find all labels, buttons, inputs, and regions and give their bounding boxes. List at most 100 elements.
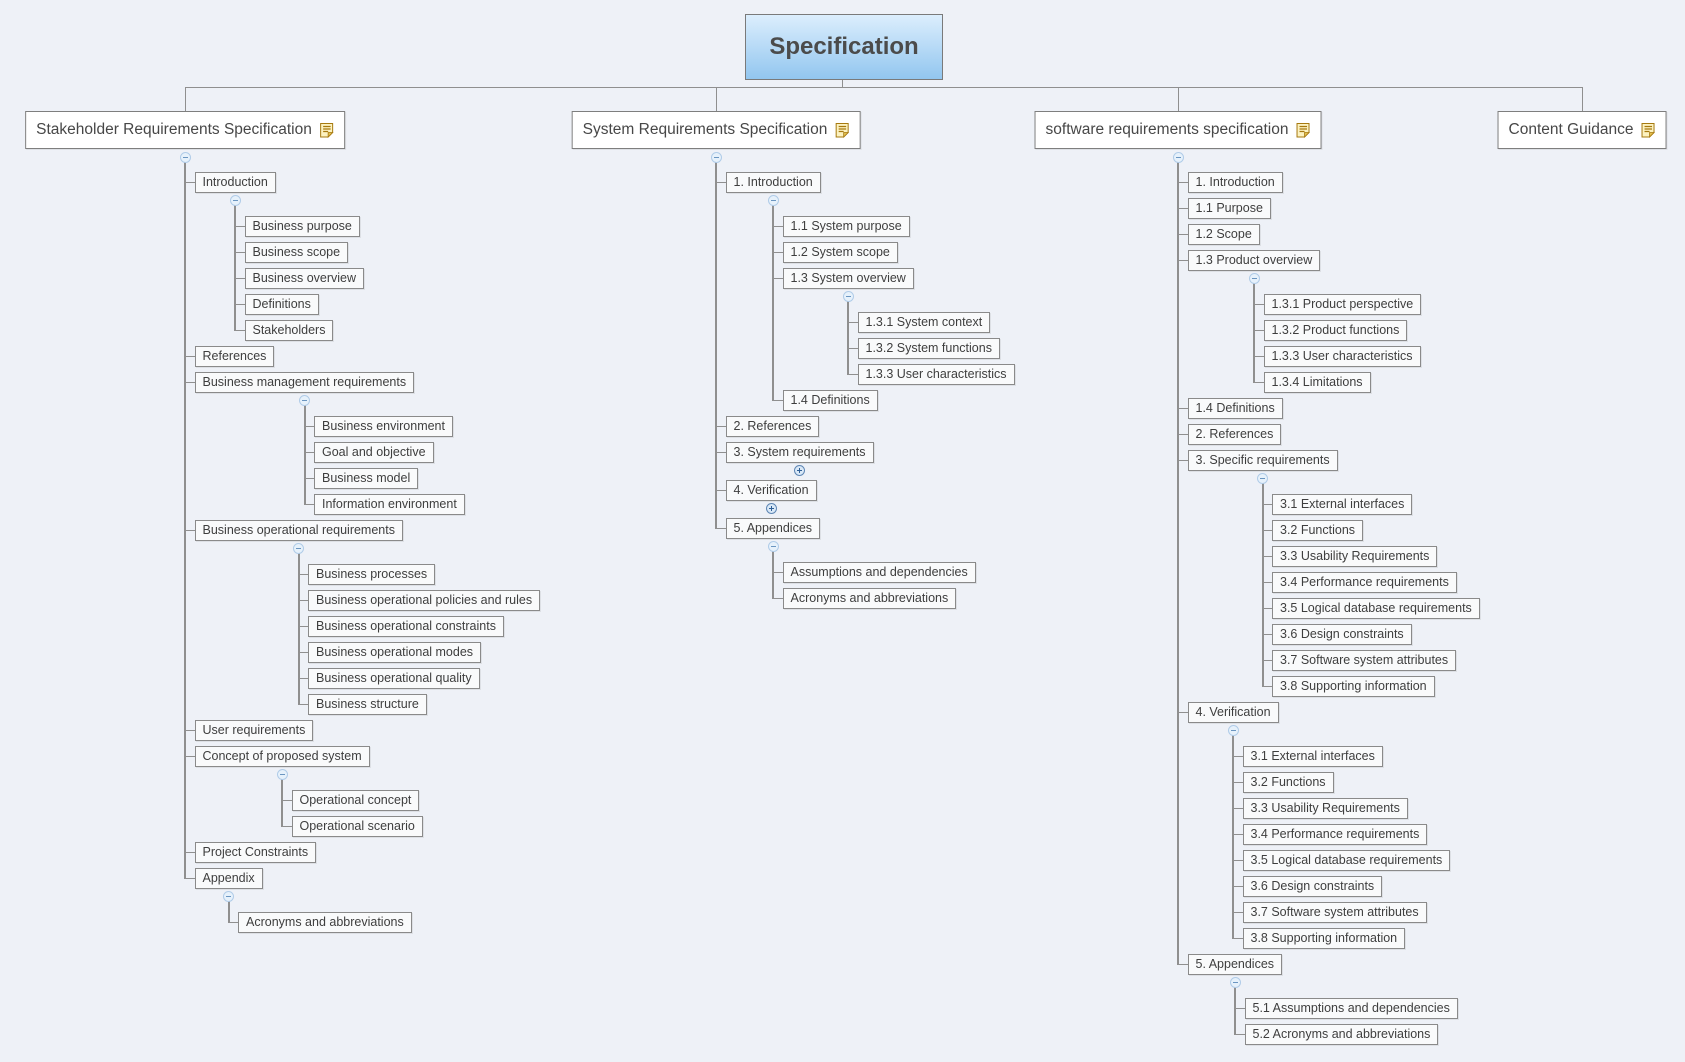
tree-node[interactable]: Acronyms and abbreviations [782, 588, 957, 609]
collapse-toggle[interactable] [293, 542, 304, 554]
tree-node[interactable]: Business operational quality [308, 668, 480, 689]
tree-node[interactable]: 3.6 Design constraints [1272, 624, 1412, 645]
tree-node[interactable]: 1. Introduction [1187, 172, 1283, 193]
tree-node[interactable]: 1.4 Definitions [782, 390, 878, 411]
tree-node[interactable]: Business environment [314, 416, 453, 437]
collapse-toggle[interactable] [1172, 151, 1184, 163]
collapse-toggle[interactable] [710, 151, 722, 163]
tree-node[interactable]: Business structure [308, 694, 427, 715]
tree-node[interactable]: Stakeholders [244, 320, 334, 341]
branch-title[interactable]: System Requirements Specification [571, 111, 861, 149]
tree-node[interactable]: Business operational requirements [194, 520, 403, 541]
tree-node[interactable]: 3. System requirements [725, 442, 874, 463]
tree-node-label: 4. Verification [733, 483, 809, 497]
expand-toggle[interactable] [794, 464, 805, 476]
tree-node[interactable]: 1.3 System overview [782, 268, 914, 289]
tree-node[interactable]: 1.4 Definitions [1187, 398, 1283, 419]
tree-node[interactable]: Business operational constraints [308, 616, 504, 637]
note-icon[interactable] [1640, 122, 1655, 138]
tree-node[interactable]: Appendix [194, 868, 263, 889]
tree-node[interactable]: 3.3 Usability Requirements [1272, 546, 1438, 567]
tree-node[interactable]: 3.8 Supporting information [1242, 928, 1406, 949]
collapse-toggle[interactable] [179, 151, 191, 163]
tree-node[interactable]: Information environment [314, 494, 465, 515]
branch-title[interactable]: Stakeholder Requirements Specification [25, 111, 345, 149]
note-icon[interactable] [834, 122, 849, 138]
elbow-line [1178, 208, 1189, 209]
branch-title[interactable]: Content Guidance [1497, 111, 1667, 149]
tree-node[interactable]: 3.4 Performance requirements [1242, 824, 1428, 845]
collapse-toggle[interactable] [1227, 724, 1239, 736]
tree-node[interactable]: 3.1 External interfaces [1272, 494, 1413, 515]
tree-node[interactable]: 1. Introduction [725, 172, 821, 193]
collapse-toggle[interactable] [767, 194, 779, 206]
tree-node[interactable]: 3.4 Performance requirements [1272, 572, 1457, 593]
tree-node[interactable]: Business purpose [244, 216, 360, 237]
collapse-toggle[interactable] [767, 540, 779, 552]
tree-node[interactable]: 2. References [1187, 424, 1282, 445]
tree-node[interactable]: 1.3.4 Limitations [1263, 372, 1371, 393]
tree-node[interactable]: Business operational modes [308, 642, 482, 663]
tree-node[interactable]: 1.3.3 User characteristics [857, 364, 1015, 385]
collapse-toggle[interactable] [1257, 472, 1268, 484]
tree-node-label: 3.7 Software system attributes [1250, 905, 1419, 919]
tree-node[interactable]: 1.1 Purpose [1187, 198, 1271, 219]
tree-node[interactable]: Project Constraints [194, 842, 317, 863]
tree-node[interactable]: 1.3.1 Product perspective [1263, 294, 1422, 315]
tree-node[interactable]: 3.2 Functions [1242, 772, 1334, 793]
tree-node[interactable]: 3.5 Logical database requirements [1272, 598, 1480, 619]
tree-node[interactable]: 1.2 Scope [1187, 224, 1260, 245]
tree-node[interactable]: Concept of proposed system [194, 746, 370, 767]
note-icon[interactable] [319, 122, 334, 138]
tree-node[interactable]: 1.1 System purpose [782, 216, 910, 237]
tree-node[interactable]: 1.3.2 Product functions [1263, 320, 1408, 341]
tree-node[interactable]: 4. Verification [1187, 702, 1279, 723]
collapse-toggle[interactable] [299, 394, 310, 406]
tree-node[interactable]: Assumptions and dependencies [782, 562, 976, 583]
tree-node[interactable]: Definitions [244, 294, 319, 315]
tree-node[interactable]: Business operational policies and rules [308, 590, 541, 611]
collapse-toggle[interactable] [229, 194, 241, 206]
tree-node[interactable]: 1.2 System scope [782, 242, 898, 263]
tree-node[interactable]: 3.7 Software system attributes [1242, 902, 1427, 923]
collapse-toggle[interactable] [1248, 272, 1260, 284]
tree-node[interactable]: 3.1 External interfaces [1242, 746, 1383, 767]
tree-node[interactable]: User requirements [194, 720, 314, 741]
tree-node[interactable]: Business scope [244, 242, 349, 263]
tree-node[interactable]: 2. References [725, 416, 820, 437]
note-icon[interactable] [1295, 122, 1310, 138]
root-node[interactable]: Specification [745, 14, 943, 80]
collapse-toggle[interactable] [276, 768, 288, 780]
tree-node[interactable]: 1.3.3 User characteristics [1263, 346, 1421, 367]
tree-node[interactable]: 5.2 Acronyms and abbreviations [1244, 1024, 1439, 1045]
tree-node[interactable]: Goal and objective [314, 442, 434, 463]
tree-node[interactable]: Business overview [244, 268, 365, 289]
branch-title[interactable]: software requirements specification [1034, 111, 1322, 149]
tree-node[interactable]: 5. Appendices [725, 518, 821, 539]
tree-node[interactable]: References [194, 346, 275, 367]
tree-node[interactable]: 3.5 Logical database requirements [1242, 850, 1451, 871]
tree-node[interactable]: 5. Appendices [1187, 954, 1283, 975]
expand-toggle[interactable] [765, 502, 777, 514]
tree-node[interactable]: Acronyms and abbreviations [238, 912, 412, 933]
tree-node[interactable]: 3.6 Design constraints [1242, 876, 1383, 897]
tree-node[interactable]: 1.3.1 System context [857, 312, 991, 333]
tree-node[interactable]: 5.1 Assumptions and dependencies [1244, 998, 1458, 1019]
collapse-toggle[interactable] [842, 290, 854, 302]
tree-node[interactable]: 4. Verification [725, 480, 817, 501]
collapse-toggle[interactable] [223, 890, 234, 902]
tree-node[interactable]: 3.3 Usability Requirements [1242, 798, 1408, 819]
tree-node[interactable]: Operational scenario [291, 816, 423, 837]
tree-node[interactable]: Operational concept [291, 790, 420, 811]
collapse-toggle[interactable] [1229, 976, 1241, 988]
tree-node[interactable]: 3.7 Software system attributes [1272, 650, 1457, 671]
tree-node[interactable]: 1.3.2 System functions [857, 338, 1000, 359]
tree-node[interactable]: 3.8 Supporting information [1272, 676, 1435, 697]
tree-node[interactable]: Business model [314, 468, 419, 489]
tree-node[interactable]: Business processes [308, 564, 436, 585]
tree-node[interactable]: Introduction [194, 172, 276, 193]
tree-node[interactable]: Business management requirements [194, 372, 415, 393]
tree-node[interactable]: 1.3 Product overview [1187, 250, 1321, 271]
tree-node[interactable]: 3. Specific requirements [1187, 450, 1338, 471]
tree-node[interactable]: 3.2 Functions [1272, 520, 1364, 541]
